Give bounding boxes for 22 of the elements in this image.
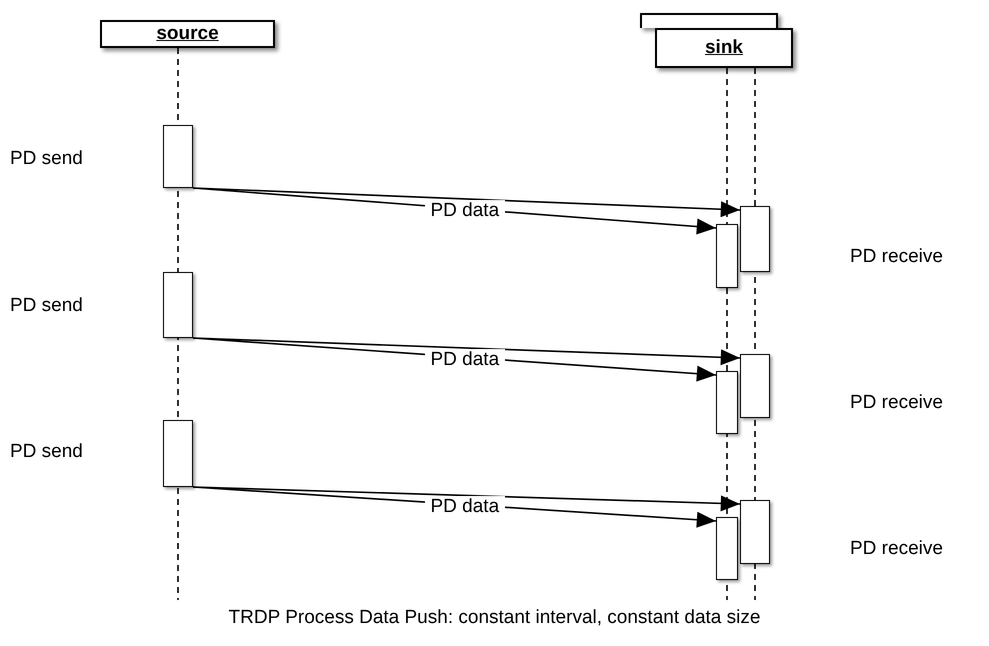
activation-bar xyxy=(716,517,738,580)
step-label: PD send xyxy=(10,148,83,170)
lifeline-header xyxy=(640,13,778,28)
caption: TRDP Process Data Push: constant interval, constant data size xyxy=(228,607,762,629)
step-label: PD send xyxy=(10,295,83,317)
activation-bar xyxy=(740,354,770,418)
lifeline-header: sink xyxy=(655,28,793,68)
arrow xyxy=(192,486,740,512)
activation-bar xyxy=(740,500,770,564)
activation-bar xyxy=(163,420,193,487)
activation-bar xyxy=(740,206,770,272)
activation-bar xyxy=(716,224,738,288)
step-label: PD send xyxy=(10,441,83,463)
lifeline-header: source xyxy=(100,20,275,48)
step-label: PD receive xyxy=(850,392,943,414)
step-label: PD receive xyxy=(850,246,943,268)
step-label: PD receive xyxy=(850,538,943,560)
arrow xyxy=(192,337,740,366)
arrow xyxy=(192,187,740,218)
activation-bar xyxy=(716,371,738,434)
activation-bar xyxy=(163,272,193,338)
activation-bar xyxy=(163,125,193,188)
